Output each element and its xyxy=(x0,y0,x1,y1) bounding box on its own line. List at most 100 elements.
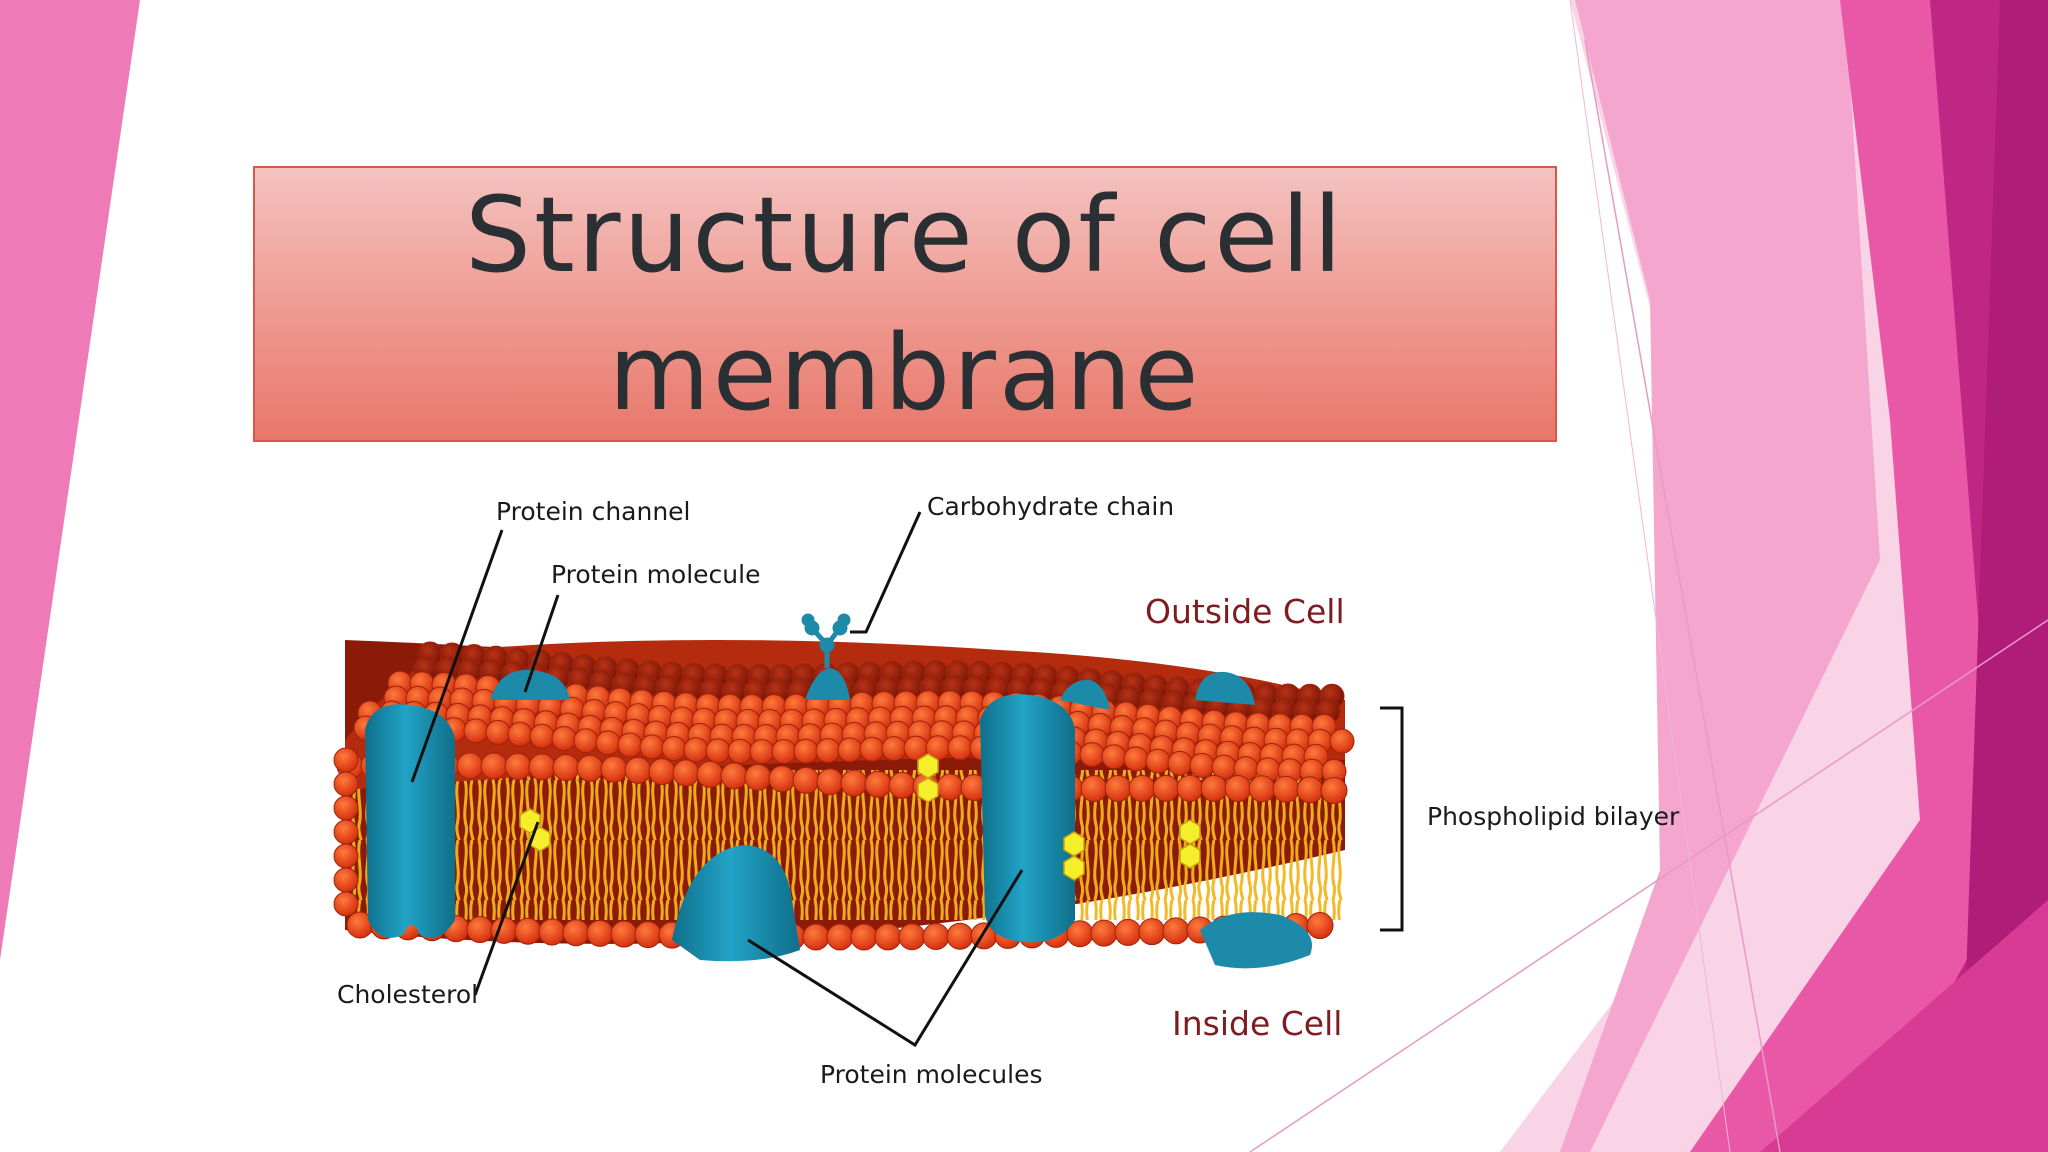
phospholipid-head xyxy=(551,725,577,751)
phospholipid-head xyxy=(802,923,830,951)
phospholipid-head xyxy=(562,919,590,947)
left-pink-band xyxy=(0,0,140,960)
phospholipid-head xyxy=(639,734,665,760)
pointer-lines xyxy=(410,511,1404,1048)
phospholipid-head xyxy=(586,919,614,947)
phospholipid-head xyxy=(576,754,604,782)
phospholipid-head xyxy=(1248,775,1276,803)
phospholipid-head xyxy=(600,755,628,783)
phospholipid-head xyxy=(504,752,532,780)
decor-line-1 xyxy=(1584,39,1781,1152)
phospholipid-head xyxy=(850,923,878,951)
diagram-labels: Protein channel Protein molecule Carbohy… xyxy=(337,492,1680,1089)
phospholipid-head xyxy=(617,732,643,758)
bracket-bilayer xyxy=(1380,706,1404,932)
label-outside-cell: Outside Cell xyxy=(1145,592,1345,631)
phospholipid-head xyxy=(744,763,772,791)
protein-small-top-right xyxy=(1060,679,1110,710)
carbohydrate-chain-icon xyxy=(801,613,851,668)
phospholipid-head xyxy=(859,736,885,762)
pointer-protein-molecule xyxy=(523,594,560,693)
phospholipid-head xyxy=(1138,918,1166,946)
phospholipid-head xyxy=(881,736,907,762)
phospholipid-head xyxy=(816,768,844,796)
phospholipid-head xyxy=(333,891,359,917)
phospholipid-head xyxy=(1101,744,1127,770)
phospholipid-head xyxy=(1272,775,1300,803)
protein-top-far-right xyxy=(1195,671,1255,705)
phospholipid-head xyxy=(1080,775,1108,803)
phospholipid-head xyxy=(1104,774,1132,802)
phospholipid-head xyxy=(610,920,638,948)
phospholipid-head xyxy=(624,756,652,784)
phospholipid-head xyxy=(573,728,599,754)
phospholipid-head xyxy=(1114,918,1142,946)
phospholipid-head xyxy=(1296,776,1324,804)
phospholipid-head xyxy=(922,923,950,951)
protein-bottom-far-right xyxy=(1200,912,1312,969)
phospholipid-head xyxy=(705,738,731,764)
phospholipid-head xyxy=(1079,742,1105,768)
phospholipid-head xyxy=(333,843,359,869)
phospholipid-head xyxy=(768,765,796,793)
right-shape-darkest xyxy=(1960,0,2048,1152)
phospholipid-head xyxy=(720,762,748,790)
protein-channel-shape xyxy=(365,704,455,938)
label-inside-cell: Inside Cell xyxy=(1172,1004,1342,1043)
phospholipid-head xyxy=(528,753,556,781)
label-protein-molecule: Protein molecule xyxy=(551,560,760,589)
phospholipid-head xyxy=(1128,774,1156,802)
phospholipid-head xyxy=(595,730,621,756)
pointer-carbohydrate-chain xyxy=(850,511,922,634)
phospholipid-head xyxy=(1090,919,1118,947)
phospholipid-head xyxy=(1320,777,1348,805)
phospholipid-head xyxy=(333,867,359,893)
phospholipid-head xyxy=(826,923,854,951)
label-phospholipid-bilayer: Phospholipid bilayer xyxy=(1427,802,1680,831)
phospholipid-head xyxy=(815,738,841,764)
phospholipid-head xyxy=(1200,774,1228,802)
phospholipid-head xyxy=(1123,746,1149,772)
label-cholesterol: Cholesterol xyxy=(337,980,478,1009)
protein-molecule-bottom xyxy=(672,845,800,962)
phospholipid-head xyxy=(947,735,973,761)
phospholipid-head xyxy=(874,923,902,951)
phospholipid-head xyxy=(333,771,359,797)
phospholipid-head xyxy=(683,737,709,763)
pointer-protein-channel xyxy=(410,529,504,783)
proteins xyxy=(365,613,1312,969)
phospholipid-head xyxy=(1176,774,1204,802)
phospholipid-head xyxy=(727,738,753,764)
phospholipid-head xyxy=(672,759,700,787)
label-carbohydrate-chain: Carbohydrate chain xyxy=(927,492,1174,521)
phospholipid-head xyxy=(1306,912,1334,940)
phospholipid-head xyxy=(946,922,974,950)
decor-line-2 xyxy=(1249,619,2048,1152)
phospholipid-head xyxy=(485,719,511,745)
phospholipid-head xyxy=(1224,775,1252,803)
glycoprotein xyxy=(805,668,850,700)
phospholipid-head xyxy=(463,718,489,744)
protein-molecule-tall xyxy=(980,694,1075,943)
title-box: Structure of cell membrane xyxy=(253,166,1557,442)
phospholipid-head xyxy=(333,747,359,773)
phospholipid-head xyxy=(792,766,820,794)
phospholipid-head xyxy=(661,735,687,761)
phospholipid-head xyxy=(1145,748,1171,774)
phospholipid-head xyxy=(898,923,926,951)
phospholipid-head xyxy=(793,738,819,764)
phospholipid-head xyxy=(466,916,494,944)
phospholipid-head xyxy=(648,758,676,786)
page-title: Structure of cell membrane xyxy=(464,174,1346,434)
phospholipid-head xyxy=(936,773,964,801)
phospholipid-head xyxy=(480,752,508,780)
label-protein-molecules: Protein molecules xyxy=(820,1060,1043,1089)
phospholipid-head xyxy=(1162,917,1190,945)
phospholipid-head xyxy=(634,921,662,949)
phospholipid-head xyxy=(1329,728,1355,754)
phospholipid-heads-front-upper xyxy=(333,747,1348,917)
phospholipid-head xyxy=(456,752,484,780)
